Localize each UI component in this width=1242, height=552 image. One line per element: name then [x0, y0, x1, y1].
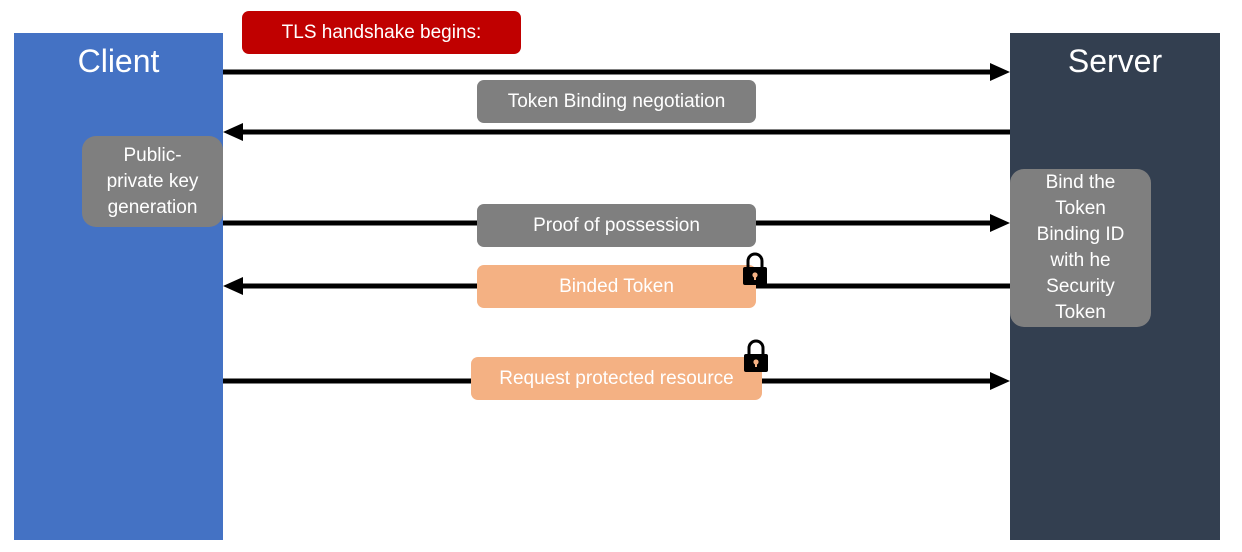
arrowhead-right — [990, 214, 1010, 232]
server-binding-note: Bind the Token Binding ID with he Securi… — [1010, 169, 1151, 327]
arrowhead-left — [223, 277, 243, 295]
arrowhead-right — [990, 372, 1010, 390]
step-binded-token: Binded Token — [477, 265, 756, 308]
lock-icon — [743, 252, 767, 285]
step-request-protected-resource: Request protected resource — [471, 357, 762, 400]
client-title: Client — [77, 43, 160, 79]
arrowhead-right — [990, 63, 1010, 81]
lock-icon — [744, 339, 768, 372]
handshake-label: TLS handshake begins: — [242, 11, 521, 54]
step-proof-of-possession: Proof of possession — [477, 204, 756, 247]
client-lane: Client — [14, 33, 223, 540]
arrowhead-left — [223, 123, 243, 141]
client-keygen-note: Public- private key generation — [82, 136, 223, 227]
step-token-binding-negotiation: Token Binding negotiation — [477, 80, 756, 123]
server-title: Server — [1067, 43, 1163, 79]
